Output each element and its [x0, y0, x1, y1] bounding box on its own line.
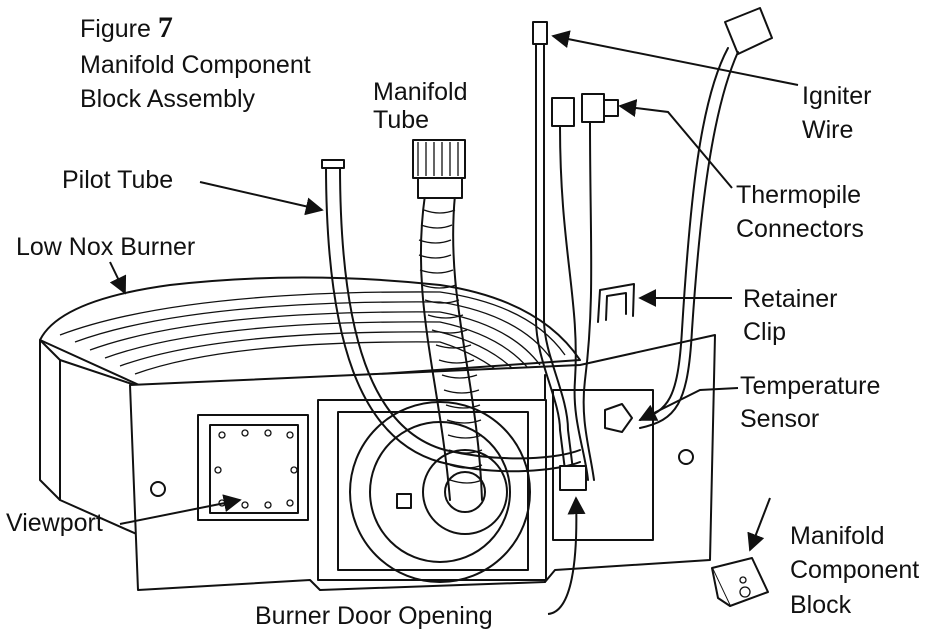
manifold-component-block-label-line3: Block: [790, 591, 852, 619]
thermopile-connectors-label-line1: Thermopile: [736, 181, 862, 209]
igniter-wire-label-line2: Wire: [802, 116, 854, 144]
figure-title-line2: Block Assembly: [80, 85, 256, 113]
manifold-tube-drawing: [412, 139, 483, 501]
manifold-tube-label-line1: Manifold: [373, 78, 468, 106]
figure-number: 7: [157, 11, 173, 44]
thermopile-connectors-label-line2: Connectors: [736, 215, 864, 243]
pilot-tube-label: Pilot Tube: [62, 166, 174, 194]
manifold-component-block-label-line2: Component: [790, 556, 920, 584]
temperature-sensor-label-line1: Temperature: [740, 372, 881, 400]
viewport-label: Viewport: [6, 509, 103, 537]
figure-caption: Figure 7: [80, 12, 173, 45]
manifold-component-block-drawing: [711, 557, 769, 607]
retainer-clip-label-line2: Clip: [743, 318, 787, 346]
manifold-tube-label-line2: Tube: [373, 106, 430, 134]
figure-prefix: Figure: [80, 15, 151, 43]
retainer-clip-label-line1: Retainer: [743, 285, 838, 313]
low-nox-burner-drawing: [39, 276, 581, 541]
figure-title-line1: Manifold Component: [80, 51, 311, 79]
igniter-wire-label-line1: Igniter: [802, 82, 872, 110]
manifold-component-block-label-line1: Manifold: [790, 522, 885, 550]
pilot-tube-drawing: [321, 159, 581, 473]
leader-lines: [109, 30, 799, 615]
burner-door-opening-label: Burner Door Opening: [255, 602, 493, 630]
viewport-drawing: [197, 414, 309, 521]
burner-door-opening-drawing: [317, 399, 547, 583]
low-nox-burner-label: Low Nox Burner: [16, 233, 196, 261]
wiring-harness-drawing: [532, 7, 773, 491]
retainer-clip-drawing: [597, 283, 635, 323]
temperature-sensor-label-line2: Sensor: [740, 405, 820, 433]
